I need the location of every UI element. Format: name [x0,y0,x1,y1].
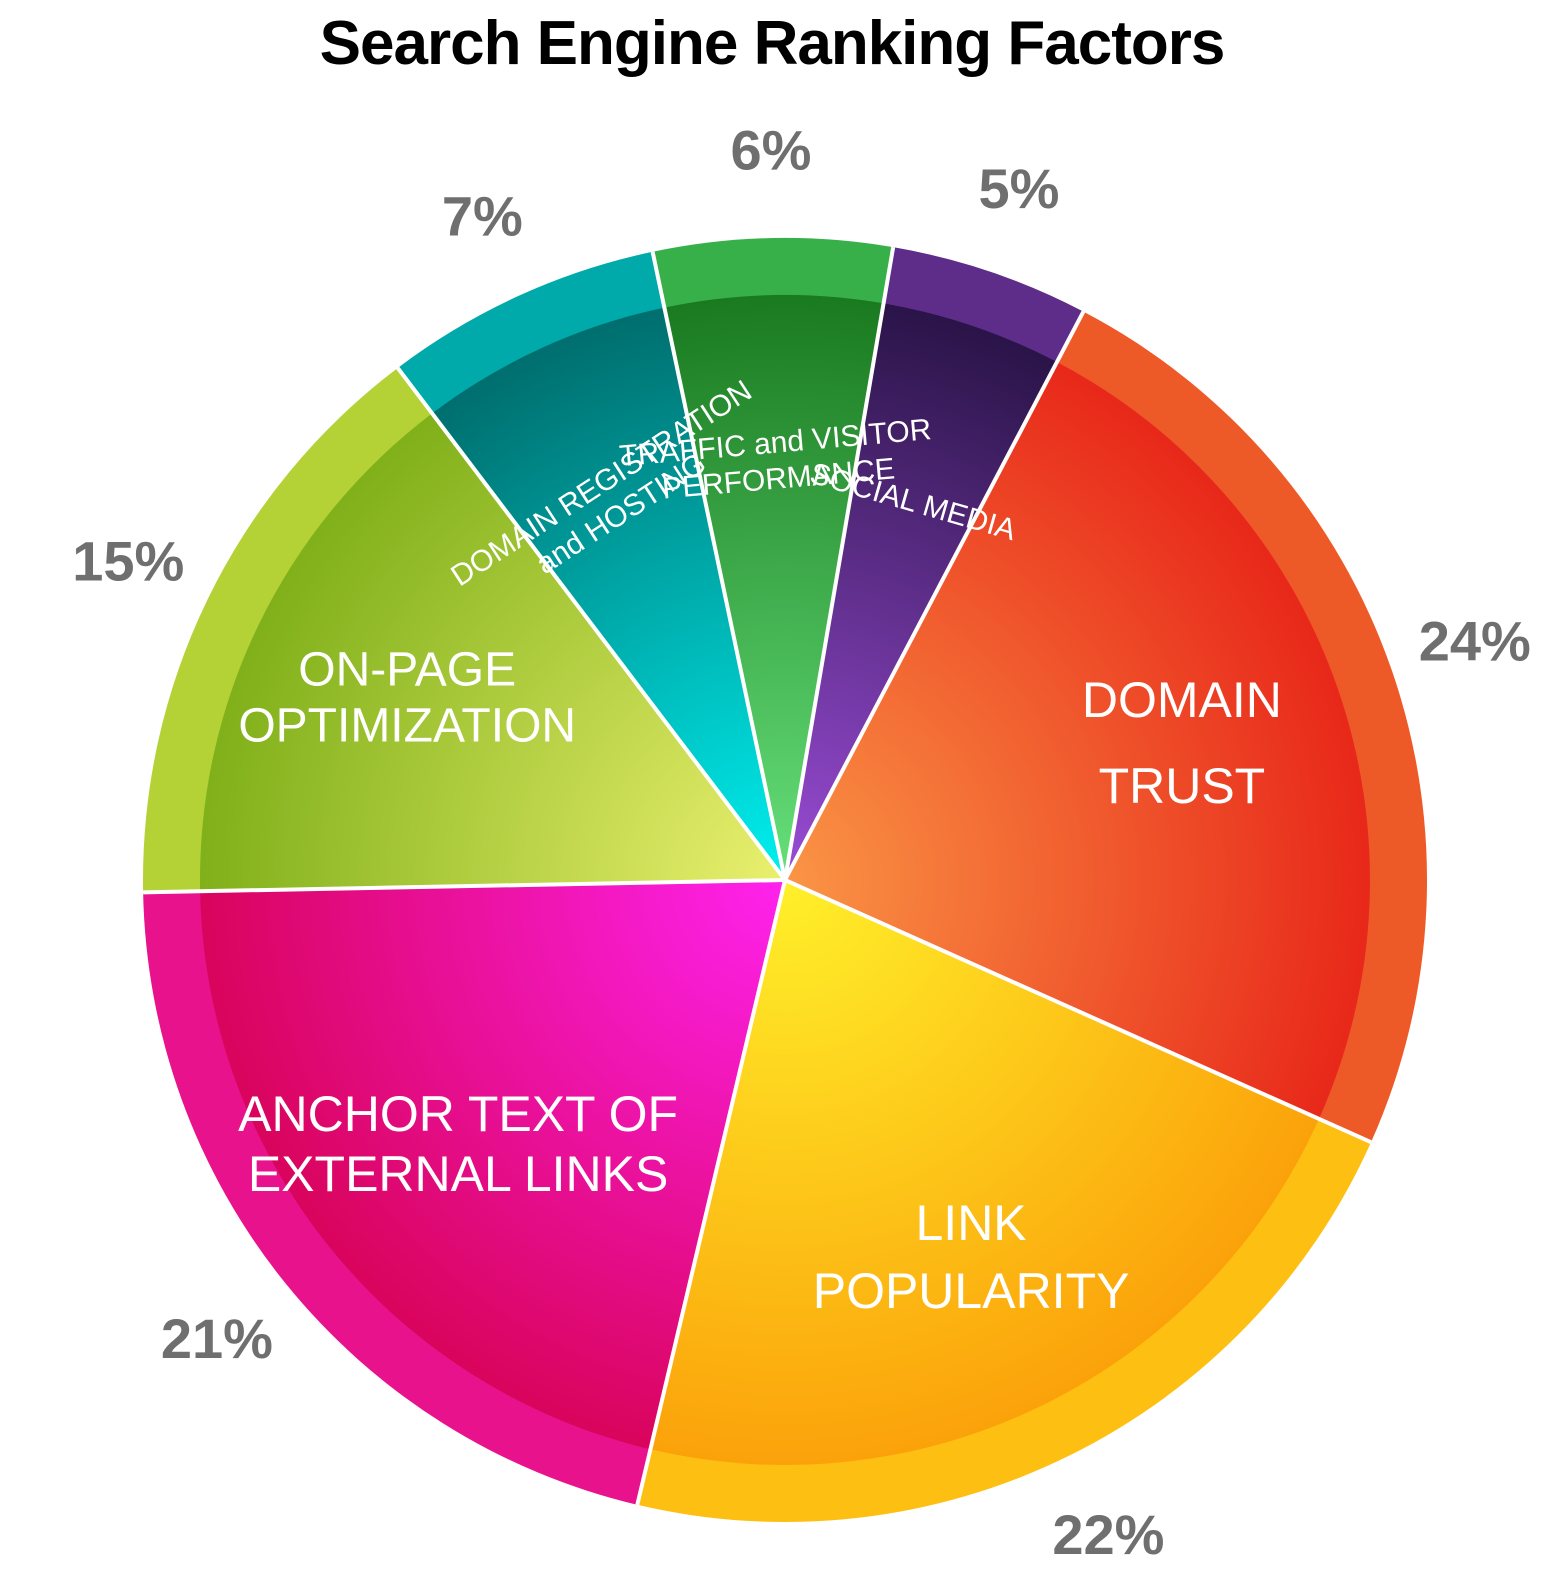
chart-title: Search Engine Ranking Factors [319,9,1226,78]
slice-label-line: POPULARITY [813,1263,1130,1319]
slice-label-line: LINK [916,1195,1027,1251]
percent-label-traffic-and-visitor-performance: 6% [731,119,812,182]
pie-slice-anchor-text-of-external-links [200,880,786,1450]
percent-label-social-media: 5% [979,157,1060,220]
pie-slice-social-media [785,303,1057,880]
slice-label-line: DOMAIN [1082,672,1282,728]
slice-label-line: ON-PAGE [298,643,516,696]
percent-label-anchor-text-of-external-links: 21% [161,1307,273,1370]
slice-label-domain-trust: DOMAIN TRUST [1082,672,1282,814]
percent-label-domain-trust: 24% [1419,610,1531,673]
percent-label-on-page-optimization: 15% [72,530,184,593]
pie-slice-domain-trust [785,362,1371,1119]
percent-label-domain-registration-and-hosting: 7% [442,184,523,247]
slice-separator [143,878,786,895]
slice-label-line: TRUST [1099,758,1266,814]
slice-label-line: ANCHOR TEXT OF [238,1086,678,1142]
percent-label-link-popularity: 22% [1052,1503,1164,1566]
pie-slice-traffic-and-visitor-performance [664,294,884,880]
pie-slice-on-page-optimization [200,413,785,892]
slice-separator [396,366,787,882]
slice-separator [635,879,787,1506]
slice-label-line: EXTERNAL LINKS [248,1146,669,1202]
slice-label-line: OPTIMIZATION [238,699,576,752]
pie-slice-link-popularity [650,880,1320,1466]
slice-separator [650,251,787,881]
slice-separator [783,310,1086,881]
slice-label-link-popularity: LINK POPULARITY [813,1195,1130,1319]
slice-separator [784,878,1372,1144]
slice-separator [783,246,896,881]
pie-slice-domain-registration-and-hosting [432,307,785,880]
